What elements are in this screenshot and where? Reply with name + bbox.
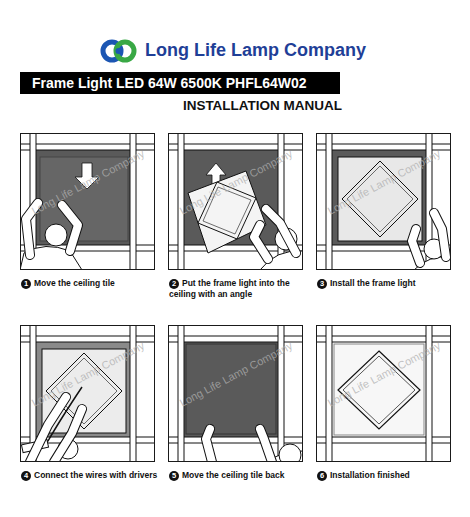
step-three-art (316, 133, 451, 270)
step-text: Put the frame light into the ceiling wit… (169, 278, 290, 299)
step-four-art-part (54, 409, 82, 462)
step-three-art-part (434, 213, 446, 257)
logo-part (116, 48, 122, 54)
step-text: Install the frame light (330, 278, 416, 288)
step-text: Move the ceiling tile (34, 278, 115, 288)
step-one-art-part (20, 133, 155, 270)
step-two-art-part (254, 225, 268, 259)
step-caption: 1Move the ceiling tile (21, 278, 161, 289)
step-text: Move the ceiling tile back (182, 470, 285, 480)
step-number: 4 (21, 471, 31, 481)
step-caption: 3Install the frame light (317, 278, 457, 289)
step-five-art-part (279, 444, 301, 466)
step-caption: 4Connect the wires with drivers (21, 470, 161, 481)
logo-part (116, 42, 134, 60)
step-six-art (316, 325, 451, 462)
step-number: 5 (169, 471, 179, 481)
company-name: Long Life Lamp Company (145, 40, 366, 61)
step-one-art (20, 133, 155, 270)
step-two-art-part (266, 209, 296, 253)
product-name: Frame Light LED 64W 6500K PHFL64W02 (32, 75, 307, 91)
step-four-art-part (54, 409, 82, 462)
step-three-art-part (412, 229, 420, 263)
step-number: 2 (169, 279, 179, 289)
step-six-art-part (316, 325, 451, 462)
step-four-art (20, 325, 155, 462)
step-number: 1 (21, 279, 31, 289)
step-number: 3 (317, 279, 327, 289)
step-one-art-part (62, 205, 78, 251)
step-caption: 2Put the frame light into the ceiling wi… (169, 278, 309, 300)
step-text: Installation finished (330, 470, 410, 480)
step-caption: 6Installation finished (317, 470, 457, 481)
step-five-art-part (206, 429, 212, 462)
step-two-art-part (266, 209, 296, 253)
step-one-art-part (45, 224, 67, 246)
step-two-art-part (254, 225, 268, 259)
step-two-art (168, 133, 303, 270)
step-one-art-part (62, 205, 78, 251)
step-caption: 5Move the ceiling tile back (169, 470, 309, 481)
manual-title: INSTALLATION MANUAL (175, 98, 350, 113)
step-five-art-part (206, 429, 212, 462)
step-five-art-part (260, 429, 272, 462)
step-five-art-part (168, 325, 303, 462)
step-text: Connect the wires with drivers (34, 470, 157, 480)
step-two-art-part (168, 133, 303, 270)
step-four-art-part (20, 325, 155, 462)
step-three-art-part (412, 229, 420, 263)
step-three-art-part (434, 213, 446, 257)
step-three-art-part (316, 133, 451, 270)
product-band: Frame Light LED 64W 6500K PHFL64W02 (20, 72, 340, 94)
step-five-art-part (260, 429, 272, 462)
step-number: 6 (317, 471, 327, 481)
logo (103, 42, 134, 60)
step-five-art (168, 325, 303, 466)
